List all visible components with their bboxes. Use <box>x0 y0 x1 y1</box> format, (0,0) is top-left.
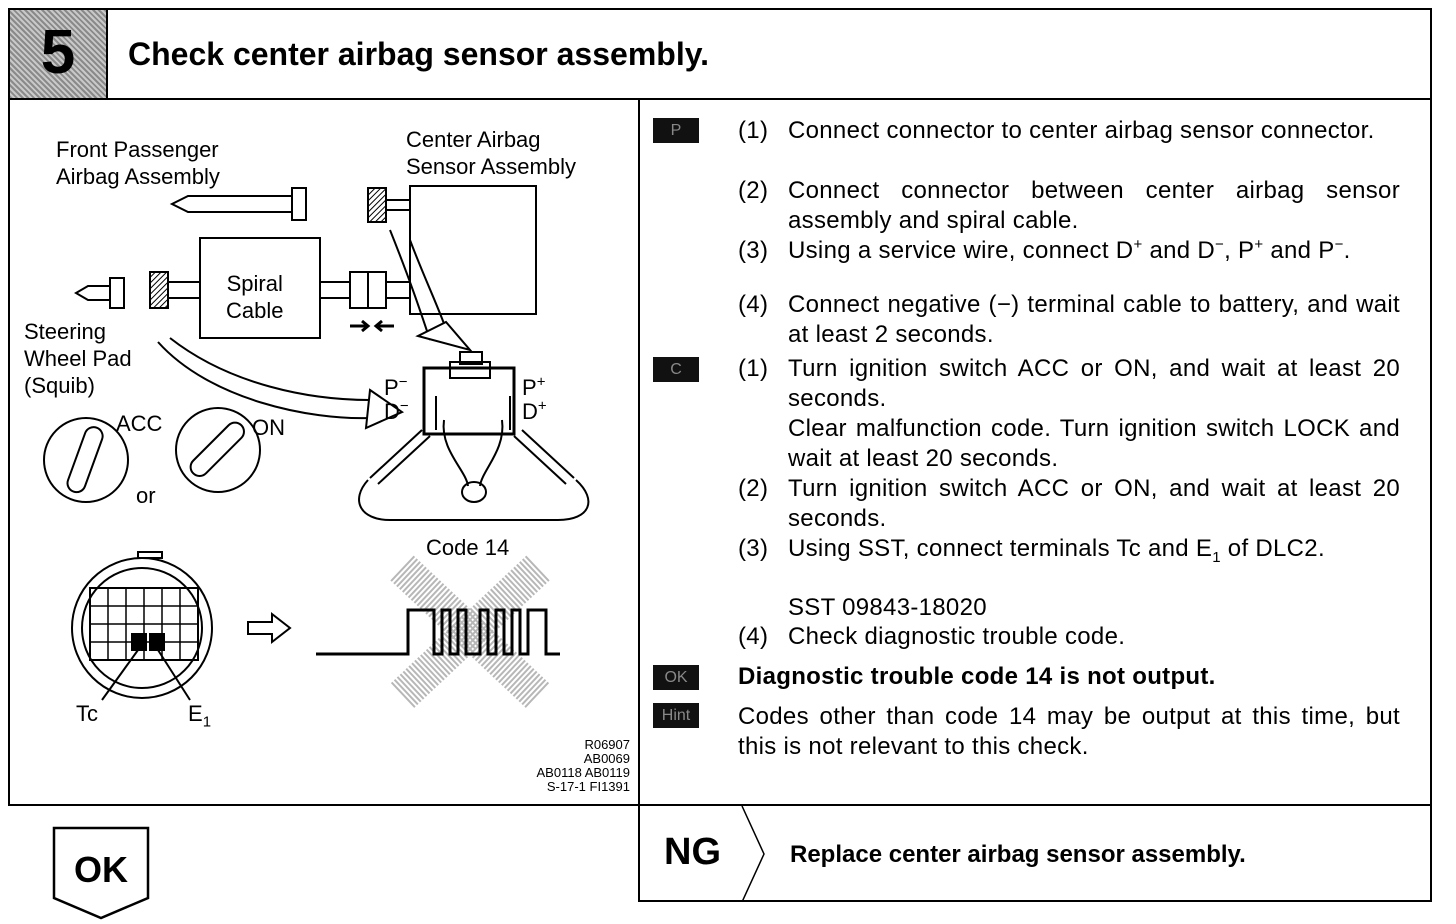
label-tc: Tc <box>76 701 98 726</box>
procedure-content: P (1) Connect connector to center airbag… <box>640 100 1430 804</box>
step-number-box: 5 <box>10 10 108 98</box>
ng-chevron <box>741 806 765 902</box>
figure-code: AB0118 AB0119 <box>536 765 631 780</box>
figure-code: S-17-1 FI1391 <box>546 779 630 794</box>
label-on: ON <box>252 415 285 440</box>
label-p-plus: P+ <box>522 373 546 400</box>
ng-label: NG <box>664 831 721 873</box>
page-title: Check center airbag sensor assembly. <box>128 36 710 72</box>
hint-text: Codes other than code 14 may be output a… <box>738 703 1400 760</box>
procedure-panel <box>638 98 1432 806</box>
hint-tag: Hint <box>653 703 699 728</box>
figure-code: R06907 <box>584 737 630 752</box>
label-acc: ACC <box>116 411 163 436</box>
label-or: or <box>136 483 156 508</box>
ng-action-text: Replace center airbag sensor assembly. <box>790 841 1246 868</box>
label-code14: Code 14 <box>426 535 510 560</box>
figure-reference-codes: R06907 AB0069 AB0118 AB0119 S-17-1 FI139… <box>470 737 631 802</box>
switch-acc <box>43 417 129 503</box>
check-tag: C <box>653 357 699 382</box>
label-e1: E1 <box>188 701 212 731</box>
ng-box <box>638 804 1432 902</box>
figure-code: AB0069 <box>583 751 630 766</box>
airbag-diagram <box>43 185 590 709</box>
dlc2-outer <box>71 557 213 699</box>
switch-on <box>175 407 261 493</box>
label-d-minus: D− <box>384 397 409 424</box>
ok-arrow-badge <box>52 826 150 920</box>
label-p-minus: P− <box>384 373 408 400</box>
spiral-cable-box <box>199 237 321 339</box>
code14-waveform <box>316 608 560 656</box>
ok-tag: OK <box>653 665 699 690</box>
prepare-tag: P <box>653 118 699 143</box>
ok-label: OK <box>74 849 128 890</box>
center-sensor-box <box>409 185 537 315</box>
label-d-plus: D+ <box>522 397 547 424</box>
ok-result-text: Diagnostic trouble code 14 is not output… <box>738 663 1216 690</box>
step-number: 5 <box>40 18 76 87</box>
